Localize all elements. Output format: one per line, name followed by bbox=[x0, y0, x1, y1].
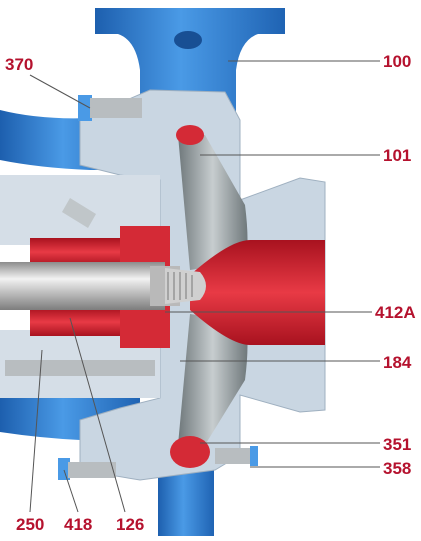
wear-ring-top bbox=[176, 125, 204, 145]
vent-plug bbox=[62, 198, 96, 228]
leader-418 bbox=[63, 469, 79, 513]
label-101: 101 bbox=[383, 146, 412, 165]
wear-ring-bottom bbox=[170, 436, 210, 468]
shaft bbox=[0, 262, 206, 310]
leader-370 bbox=[29, 74, 91, 109]
label-370: 370 bbox=[5, 55, 34, 74]
bolt-358-head bbox=[250, 446, 258, 466]
leader-lines bbox=[29, 60, 380, 513]
bolt-370 bbox=[90, 98, 142, 118]
label-418: 418 bbox=[64, 515, 93, 534]
label-184: 184 bbox=[383, 353, 412, 372]
label-100: 100 bbox=[383, 52, 412, 71]
suction-nozzle bbox=[190, 240, 325, 345]
impeller bbox=[178, 135, 248, 445]
bolt-370-head bbox=[78, 95, 92, 121]
leader-126 bbox=[69, 317, 126, 513]
stud-250 bbox=[5, 360, 155, 376]
label-126: 126 bbox=[116, 515, 145, 534]
label-351: 351 bbox=[383, 435, 412, 454]
bolts bbox=[5, 95, 258, 480]
label-250: 250 bbox=[16, 515, 45, 534]
label-358: 358 bbox=[383, 459, 412, 478]
bolt-418 bbox=[68, 462, 116, 478]
label-412a: 412A bbox=[375, 303, 416, 322]
bolt-358 bbox=[215, 448, 253, 464]
leader-250 bbox=[29, 349, 43, 513]
bolt-418-head bbox=[58, 458, 70, 480]
